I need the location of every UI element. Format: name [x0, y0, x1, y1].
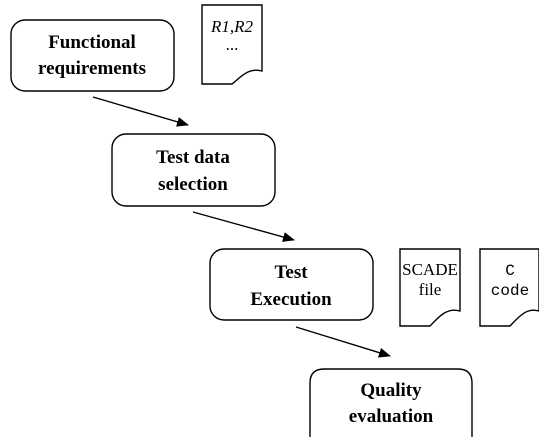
requirements-document: R1,R2 ...: [201, 4, 263, 85]
test-execution-line1: Test: [274, 262, 308, 283]
functional-requirements-line1: Functional: [48, 32, 136, 53]
scade-file-line1: SCADE: [402, 260, 458, 279]
quality-evaluation-line2: evaluation: [349, 406, 434, 427]
test-execution-line2: Execution: [250, 289, 332, 310]
requirements-document-line2: ...: [226, 35, 239, 54]
arrow-execution-to-evaluation: [295, 326, 391, 358]
test-data-selection-line1: Test data: [156, 147, 230, 168]
c-code-line1: C: [505, 262, 515, 280]
arrow-requirements-to-selection: [92, 96, 189, 127]
test-data-selection-line2: selection: [158, 174, 228, 195]
quality-evaluation-box: Quality evaluation: [309, 368, 473, 437]
c-code-document: C code: [479, 248, 539, 327]
scade-file-document: SCADE file: [399, 248, 461, 327]
arrow-selection-to-execution: [192, 211, 295, 242]
functional-requirements-box: Functional requirements: [10, 19, 175, 92]
functional-requirements-line2: requirements: [38, 58, 146, 79]
scade-file-line2: file: [419, 280, 442, 299]
requirements-document-line1: R1,R2: [210, 17, 254, 36]
test-data-selection-box: Test data selection: [111, 133, 276, 207]
c-code-line2: code: [491, 282, 529, 300]
test-execution-box: Test Execution: [209, 248, 374, 321]
quality-evaluation-line1: Quality: [360, 380, 422, 401]
